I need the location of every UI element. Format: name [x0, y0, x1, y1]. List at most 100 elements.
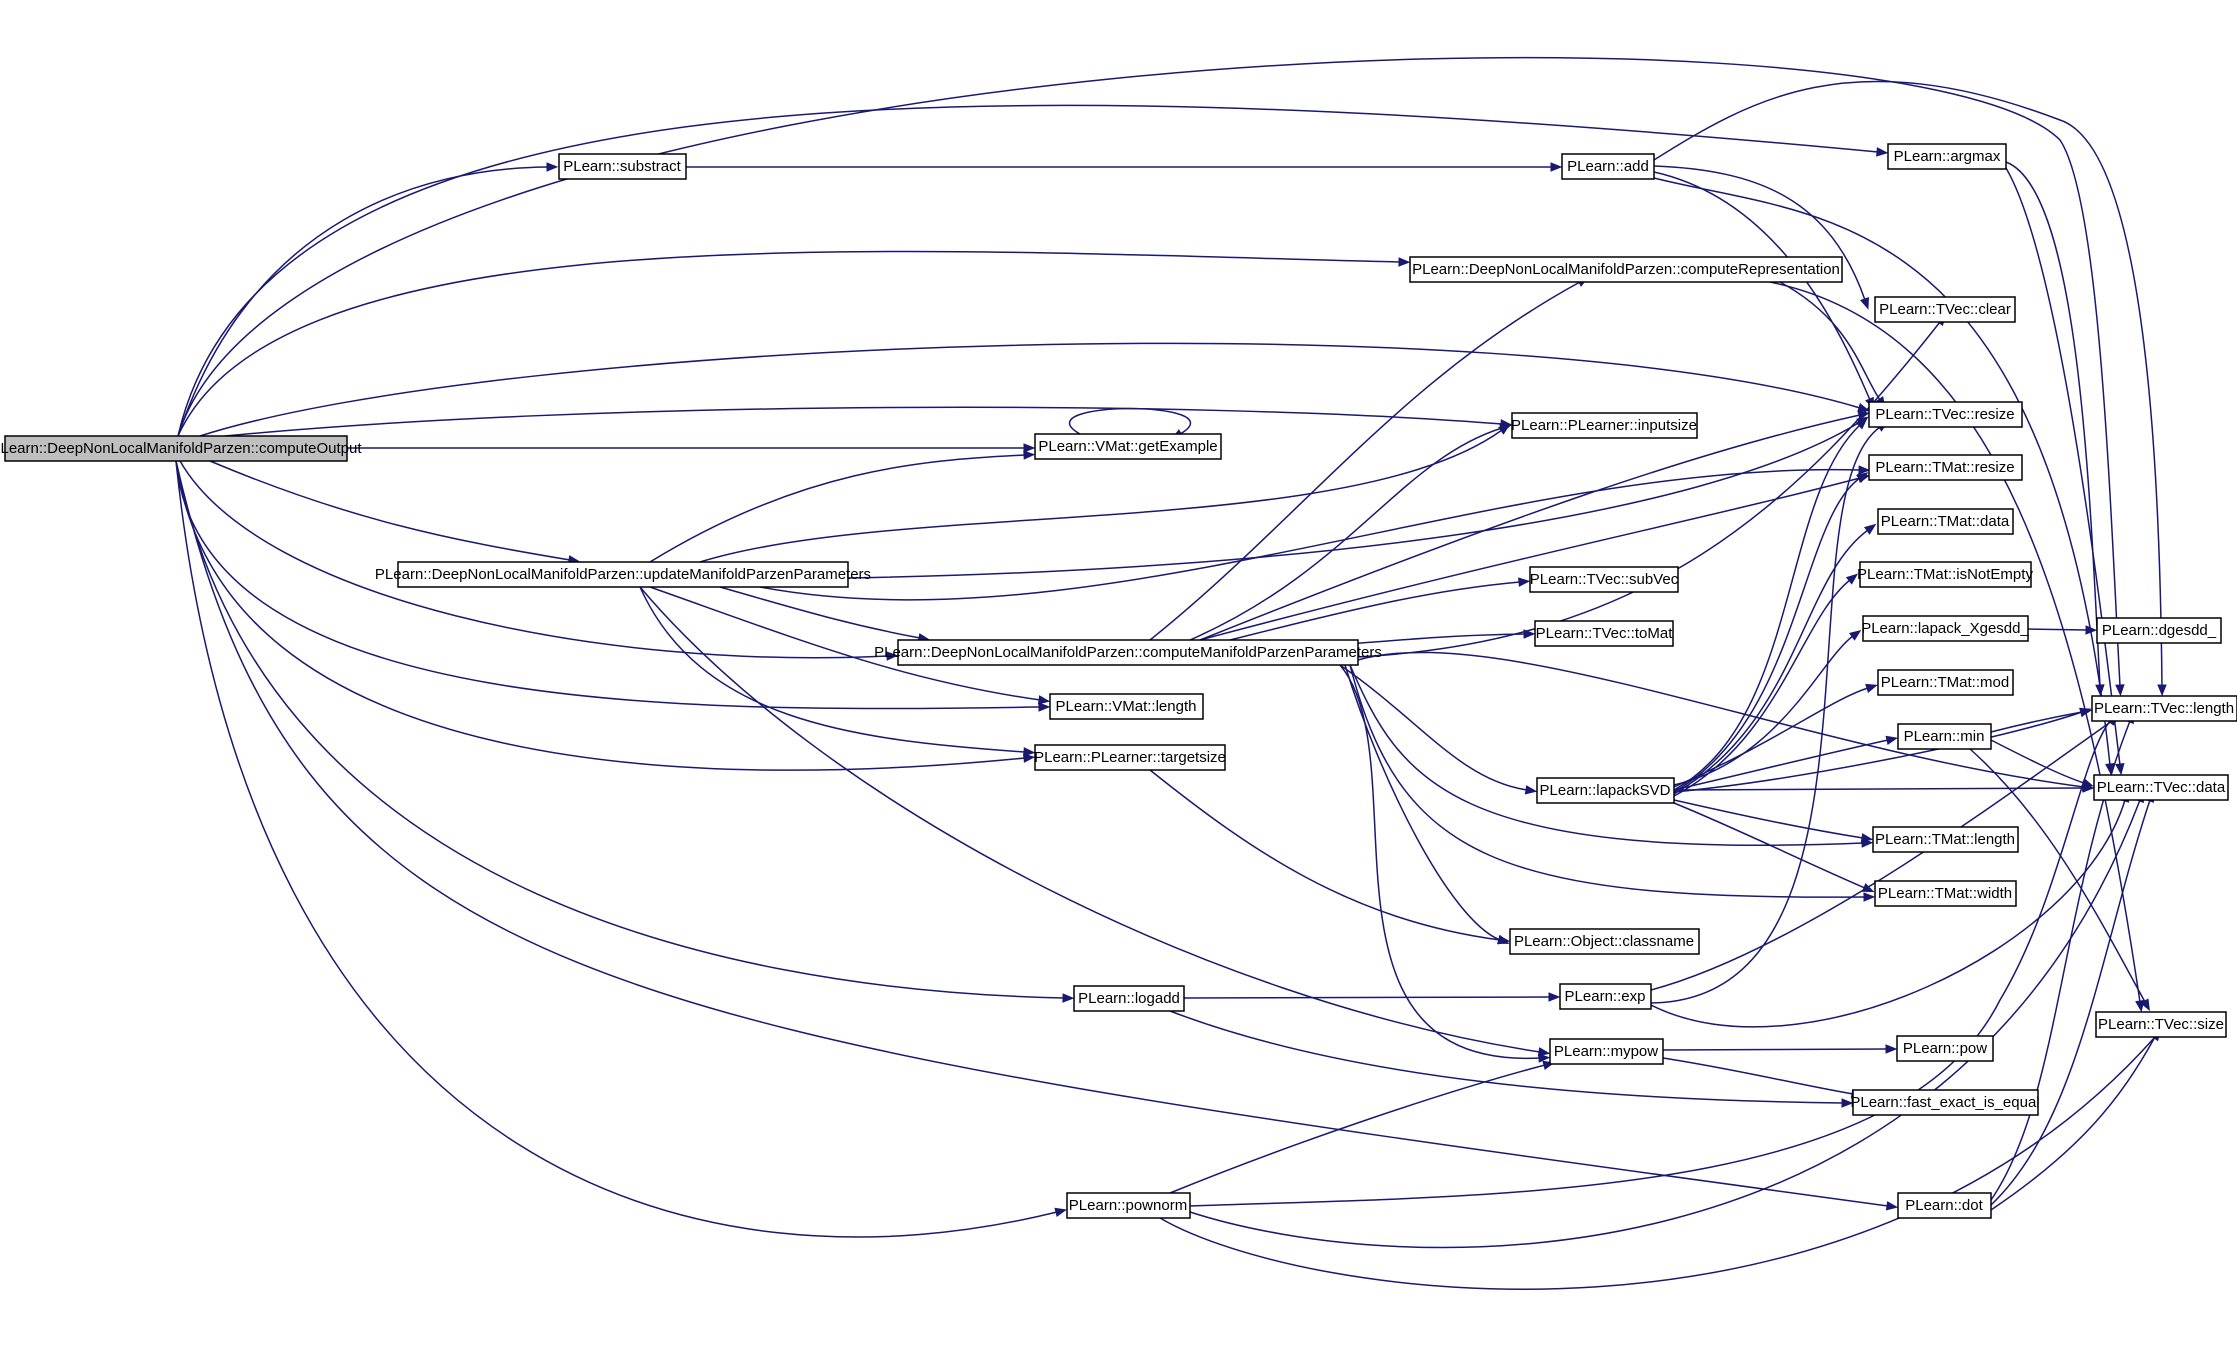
- node-label: PLearn::logadd: [1078, 990, 1180, 1007]
- node-min[interactable]: PLearn::min: [1897, 723, 1992, 750]
- edge-pownorm-tvec-data: [1189, 790, 2144, 1249]
- node-label: PLearn::TMat::length: [1875, 831, 2015, 848]
- node-substract[interactable]: PLearn::substract: [558, 153, 687, 180]
- node-tvec-sub-vec[interactable]: PLearn::TVec::subVec: [1529, 566, 1679, 593]
- node-label: PLearn::mypow: [1554, 1043, 1658, 1060]
- edge-line: [759, 468, 1861, 601]
- edge-arrowhead: [2157, 684, 2167, 697]
- node-tvec-resize[interactable]: PLearn::TVec::resize: [1868, 401, 2023, 428]
- edge-params-mypow: [1339, 664, 1551, 1063]
- edge-substract-add: [686, 162, 1563, 172]
- node-tvec-length[interactable]: PLearn::TVec::length: [2091, 695, 2237, 722]
- edge-line: [1779, 281, 1881, 401]
- edge-output-tvec-clear: [177, 56, 2125, 697]
- edge-argmax-tvec-data: [2005, 167, 2125, 776]
- node-logadd[interactable]: PLearn::logadd: [1073, 985, 1185, 1012]
- edge-line: [1329, 321, 1941, 659]
- edge-output-compute-representation: [177, 250, 1411, 437]
- edge-line: [2027, 628, 2088, 631]
- node-tmat-data[interactable]: PLearn::TMat::data: [1877, 508, 2014, 535]
- node-dgesdd[interactable]: PLearn::dgesdd_: [2096, 617, 2222, 644]
- edge-line: [1169, 1064, 1546, 1194]
- node-lapack-svd[interactable]: PLearn::lapackSVD: [1536, 777, 1675, 804]
- node-dot[interactable]: PLearn::dot: [1897, 1192, 1992, 1219]
- edge-arrowhead: [1855, 417, 1868, 430]
- edge-update-tvec-resize: [847, 416, 1869, 579]
- node-label: PLearn::dot: [1905, 1197, 1983, 1214]
- node-object-classname[interactable]: PLearn::Object::classname: [1509, 928, 1700, 955]
- edge-line: [1673, 635, 1854, 786]
- node-tvec-to-mat[interactable]: PLearn::TVec::toMat: [1534, 620, 1674, 647]
- edge-xgesdd-dgesdd: [2027, 625, 2098, 635]
- node-label: PLearn::TMat::data: [1881, 513, 2010, 530]
- node-label: PLearn::pow: [1903, 1040, 1987, 1057]
- node-compute-output[interactable]: PLearn::DeepNonLocalManifoldParzen::comp…: [0, 435, 362, 462]
- edge-arrowhead: [1856, 472, 1869, 483]
- node-tvec-size[interactable]: PLearn::TVec::size: [2095, 1011, 2227, 1038]
- edge-line: [1662, 1048, 1888, 1051]
- node-plearner-targetsize[interactable]: PLearn::PLearner::targetsize: [1034, 744, 1226, 771]
- node-tmat-width[interactable]: PLearn::TMat::width: [1874, 880, 2017, 907]
- edge-line: [175, 460, 1041, 710]
- edge-line: [847, 421, 1861, 579]
- node-compute-manifold-parzen-parameters[interactable]: PLearn::DeepNonLocalManifoldParzen::comp…: [874, 639, 1382, 666]
- edge-line: [699, 429, 1503, 563]
- edge-update-tmat-resize: [759, 465, 1871, 601]
- node-vmat-length[interactable]: PLearn::VMat::length: [1049, 693, 1204, 720]
- edge-output-targetsize: [175, 460, 1036, 771]
- node-pow[interactable]: PLearn::pow: [1896, 1035, 1994, 1062]
- node-label: PLearn::TVec::data: [2097, 779, 2226, 796]
- node-exp[interactable]: PLearn::exp: [1559, 983, 1652, 1010]
- node-compute-representation[interactable]: PLearn::DeepNonLocalManifoldParzen::comp…: [1409, 256, 1843, 283]
- edge-output-tvec-resize: [199, 342, 1870, 437]
- edge-line: [719, 586, 921, 639]
- edge-arrowhead: [1023, 443, 1036, 453]
- edge-logadd-fast-exact: [1169, 1010, 1854, 1108]
- node-label: PLearn::TVec::toMat: [1536, 625, 1674, 642]
- edge-arrowhead: [1497, 935, 1511, 945]
- node-tmat-mod[interactable]: PLearn::TMat::mod: [1877, 669, 2014, 696]
- node-pownorm[interactable]: PLearn::pownorm: [1066, 1192, 1191, 1219]
- edge-line: [1653, 80, 2163, 687]
- node-vmat-get-example[interactable]: PLearn::VMat::getExample: [1034, 433, 1222, 460]
- node-tmat-is-not-empty[interactable]: PLearn::TMat::isNotEmpty: [1857, 561, 2033, 588]
- edge-line: [1673, 739, 1889, 791]
- node-argmax[interactable]: PLearn::argmax: [1887, 143, 2007, 170]
- edge-params-lapack-svd: [1339, 664, 1538, 795]
- edge-line: [1169, 1010, 1844, 1104]
- node-label: PLearn::TMat::resize: [1875, 459, 2014, 476]
- edge-line: [639, 586, 1026, 753]
- edge-arrowhead: [1860, 833, 1874, 843]
- edge-line: [1990, 711, 2083, 733]
- edge-line: [1662, 1057, 1854, 1095]
- edge-lapack-svd-tvec-length: [1673, 708, 2092, 793]
- node-fast-exact-is-equal[interactable]: PLearn::fast_exact_is_equal: [1850, 1089, 2040, 1116]
- node-update-manifold-parzen-parameters[interactable]: PLearn::DeepNonLocalManifoldParzen::upda…: [375, 561, 871, 588]
- edge-line: [1673, 687, 1869, 788]
- edge-line: [1990, 739, 2085, 784]
- edge-line: [2005, 161, 2101, 687]
- node-plearner-inputsize[interactable]: PLearn::PLearner::inputsize: [1511, 412, 1698, 439]
- node-tvec-data[interactable]: PLearn::TVec::data: [2093, 774, 2229, 801]
- node-lapack-xgesdd[interactable]: PLearn::lapack_Xgesdd_: [1861, 615, 2029, 642]
- edge-arrowhead: [1841, 1098, 1854, 1108]
- edge-line: [1653, 177, 2111, 766]
- edge-params-tmat-resize: [1199, 473, 1871, 641]
- edge-comp-rep-tvec-resize: [1779, 281, 1886, 409]
- edge-line: [1068, 407, 1192, 435]
- node-tvec-clear[interactable]: PLearn::TVec::clear: [1874, 296, 2016, 323]
- edge-arrowhead: [1885, 1044, 1898, 1054]
- node-label: PLearn::VMat::length: [1056, 698, 1197, 715]
- node-mypow[interactable]: PLearn::mypow: [1549, 1038, 1664, 1065]
- edge-targetsize-classname: [1149, 769, 1511, 945]
- edge-lapack-svd-tmat-resize: [1673, 472, 1869, 793]
- edge-line: [1149, 769, 1501, 941]
- node-tmat-resize[interactable]: PLearn::TMat::resize: [1868, 454, 2023, 481]
- edge-line: [224, 406, 1503, 437]
- node-tmat-length[interactable]: PLearn::TMat::length: [1872, 826, 2019, 853]
- edge-arrowhead: [2095, 684, 2105, 697]
- node-add[interactable]: PLearn::add: [1561, 153, 1655, 180]
- edge-output-compute-params: [179, 460, 899, 661]
- edge-arrowhead: [1845, 573, 1859, 585]
- edge-output-pownorm: [175, 460, 1068, 1238]
